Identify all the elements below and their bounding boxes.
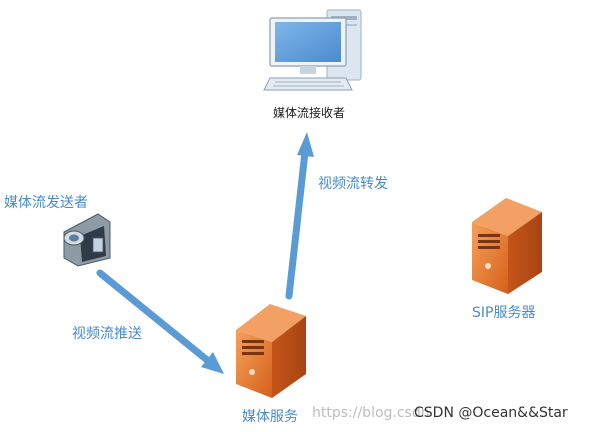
computer-icon [263, 9, 362, 91]
server-icon [236, 304, 306, 398]
video-camera-icon [63, 213, 111, 267]
forward-edge-label: 视频流转发 [318, 176, 388, 192]
sender-label: 媒体流发送者 [4, 195, 88, 211]
media-server-label: 媒体服务 [242, 409, 298, 425]
receiver-label: 媒体流接收者 [273, 106, 346, 120]
sip-server-label: SIP服务器 [472, 305, 536, 321]
forward-arrow [285, 132, 314, 300]
sip-server-icon [472, 198, 542, 294]
push-arrow [96, 269, 224, 374]
watermark-url: https://blog.csdn [312, 405, 430, 421]
push-edge-label: 视频流推送 [72, 326, 142, 342]
watermark-brand: CSDN @Ocean&&Star [414, 405, 568, 421]
